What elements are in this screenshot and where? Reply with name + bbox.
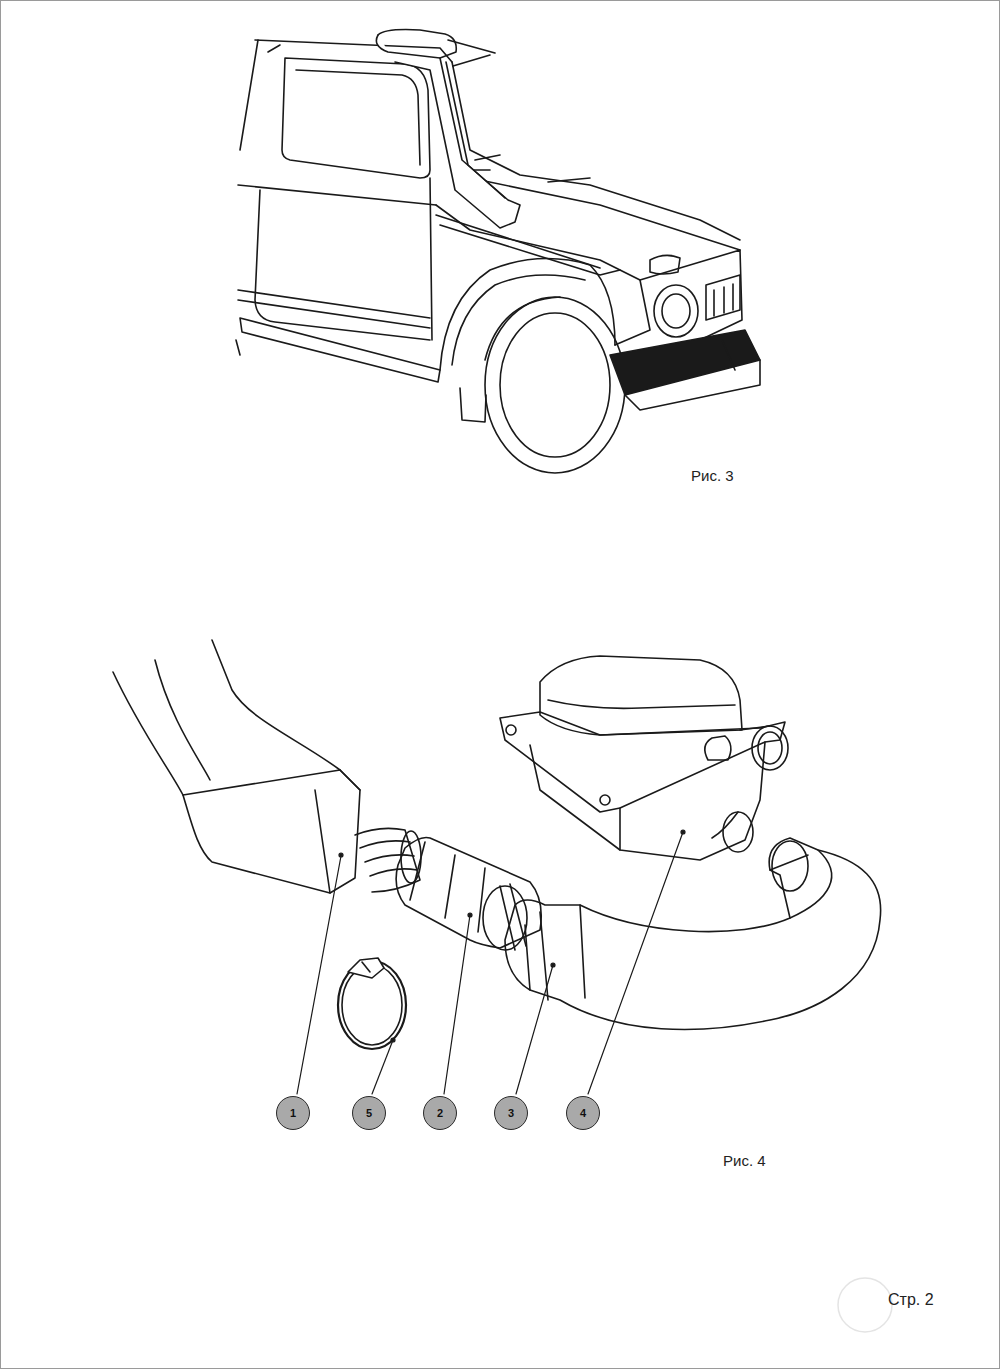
air-filter-housing <box>500 656 788 860</box>
callout-number: 5 <box>366 1108 372 1119</box>
callout-number: 2 <box>437 1108 443 1119</box>
car-drawing <box>236 30 760 473</box>
page-number: Стр. 2 <box>888 1291 934 1309</box>
callout-circle: 3 <box>494 1096 528 1130</box>
callout-circle: 1 <box>276 1096 310 1130</box>
leader-lines <box>297 830 685 1094</box>
elbow-duct <box>505 838 881 1030</box>
callout-circle: 4 <box>566 1096 600 1130</box>
callout-circle: 2 <box>423 1096 457 1130</box>
hose-sleeve <box>396 837 541 950</box>
callout-number: 4 <box>580 1108 586 1119</box>
figure-label: Рис. 3 <box>691 467 734 484</box>
page-circle <box>838 1278 892 1332</box>
hose-clamp <box>338 958 406 1049</box>
callout-number: 1 <box>290 1108 296 1119</box>
callout-circle: 5 <box>352 1096 386 1130</box>
figure-label: Рис. 4 <box>723 1152 766 1169</box>
snorkel-body <box>113 640 360 893</box>
callout-number: 3 <box>508 1108 514 1119</box>
snorkel-neck <box>355 828 421 892</box>
